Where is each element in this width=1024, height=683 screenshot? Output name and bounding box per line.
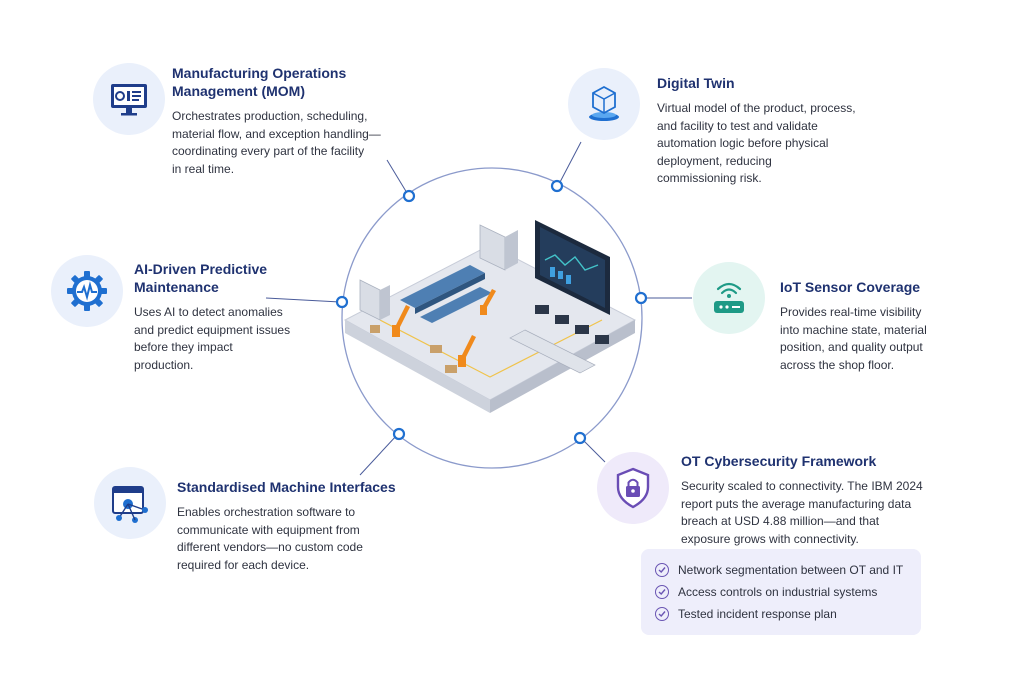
wifi-sensor-icon xyxy=(714,282,744,313)
cybersecurity-title: OT Cybersecurity Framework xyxy=(681,452,941,470)
digital-twin-description: Virtual model of the product, process, a… xyxy=(657,100,887,188)
cybersecurity-description: Security scaled to connectivity. The IBM… xyxy=(681,478,941,548)
cybersecurity-title-line: OT Cybersecurity Framework xyxy=(681,453,877,469)
mom-title-line: Management (MOM) xyxy=(172,83,305,99)
node-cybersecurity xyxy=(573,431,587,445)
iot-card: IoT Sensor Coverage Provides real-time v… xyxy=(780,278,980,374)
checklist-item-label: Tested incident response plan xyxy=(678,607,837,621)
predictive-description: Uses AI to detect anomalies and predict … xyxy=(134,304,334,374)
connector-predictive xyxy=(265,297,341,303)
mom-card: Manufacturing Operations Management (MOM… xyxy=(172,64,402,178)
cybersecurity-checklist: Network segmentation between OT and IT A… xyxy=(641,549,921,635)
iot-desc-line: Provides real-time visibility xyxy=(780,305,922,319)
node-predictive xyxy=(335,295,349,309)
mom-desc-line: Orchestrates production, scheduling, xyxy=(172,109,368,123)
connector-digital-twin xyxy=(558,141,582,185)
digital-twin-desc-line: Virtual model of the product, process, xyxy=(657,101,856,115)
mom-desc-line: coordinating every part of the facility xyxy=(172,144,365,158)
check-circle-icon xyxy=(655,607,669,621)
node-iot xyxy=(634,291,648,305)
checklist-item-label: Network segmentation between OT and IT xyxy=(678,563,904,577)
digital-twin-desc-line: deployment, reducing xyxy=(657,153,772,168)
node-digital-twin xyxy=(550,179,564,193)
interfaces-description: Enables orchestration software to commun… xyxy=(177,504,407,574)
cybersecurity-desc-line: report puts the average manufacturing da… xyxy=(681,496,912,511)
interfaces-desc-line: required for each device. xyxy=(177,557,310,572)
interfaces-icon-badge xyxy=(94,467,166,539)
digital-twin-icon-badge xyxy=(568,68,640,140)
iot-title: IoT Sensor Coverage xyxy=(780,278,980,296)
digital-twin-card: Digital Twin Virtual model of the produc… xyxy=(657,74,887,188)
center-ring xyxy=(341,167,643,469)
predictive-title-line: Maintenance xyxy=(134,279,219,295)
predictive-title: AI-Driven Predictive Maintenance xyxy=(134,260,334,296)
mom-title: Manufacturing Operations Management (MOM… xyxy=(172,64,402,100)
node-mom xyxy=(402,189,416,203)
iot-icon-badge xyxy=(693,262,765,334)
iot-desc-line: across the shop floor. xyxy=(780,357,895,372)
shield-lock-icon xyxy=(616,467,650,509)
mom-description: Orchestrates production, scheduling, mat… xyxy=(172,108,402,178)
iot-description: Provides real-time visibility into machi… xyxy=(780,304,980,374)
smart-factory-illustration xyxy=(343,220,637,413)
mom-icon-badge xyxy=(93,63,165,135)
predictive-desc-line: Uses AI to detect anomalies xyxy=(134,305,283,319)
iot-desc-line: position, and quality output xyxy=(780,340,923,354)
monitor-dashboard-icon xyxy=(111,84,147,116)
cybersecurity-desc-line: breach at USD 4.88 million—and that xyxy=(681,514,880,528)
checklist-item: Network segmentation between OT and IT xyxy=(655,559,907,581)
cube-hologram-icon xyxy=(589,85,619,121)
interfaces-desc-line: Enables orchestration software to xyxy=(177,505,356,519)
checklist-item: Tested incident response plan xyxy=(655,603,907,625)
connector-mom xyxy=(386,159,408,194)
cybersecurity-desc-line: exposure grows with connectivity. xyxy=(681,531,859,546)
predictive-title-line: AI-Driven Predictive xyxy=(134,261,268,277)
check-circle-icon xyxy=(655,563,669,577)
gear-pulse-icon xyxy=(67,271,107,311)
node-interfaces xyxy=(392,427,406,441)
digital-twin-title-line: Digital Twin xyxy=(657,75,735,91)
interfaces-card: Standardised Machine Interfaces Enables … xyxy=(177,478,407,574)
checklist-item-label: Access controls on industrial systems xyxy=(678,585,878,599)
digital-twin-desc-line: automation logic before physical xyxy=(657,136,829,150)
connector-interfaces xyxy=(359,434,398,476)
mom-desc-line: material flow, and exception handling— xyxy=(172,126,381,141)
iot-desc-line: into machine state, material xyxy=(780,322,927,337)
predictive-icon-badge xyxy=(51,255,123,327)
cybersecurity-icon-badge xyxy=(597,452,669,524)
iot-title-line: IoT Sensor Coverage xyxy=(780,279,921,295)
predictive-desc-line: and predict equipment issues xyxy=(134,322,291,337)
predictive-desc-line: before they impact xyxy=(134,340,233,354)
cybersecurity-card: OT Cybersecurity Framework Security scal… xyxy=(681,452,941,548)
digital-twin-title: Digital Twin xyxy=(657,74,887,92)
interfaces-desc-line: different vendors—no custom code xyxy=(177,540,363,554)
interfaces-desc-line: communicate with equipment from xyxy=(177,522,360,537)
mom-desc-line: in real time. xyxy=(172,161,235,176)
cybersecurity-desc-line: Security scaled to connectivity. The IBM… xyxy=(681,479,923,493)
interfaces-title: Standardised Machine Interfaces xyxy=(177,478,407,496)
interfaces-title-line: Standardised Machine Interfaces xyxy=(177,479,396,495)
check-circle-icon xyxy=(655,585,669,599)
browser-network-icon xyxy=(112,486,148,523)
digital-twin-desc-line: commissioning risk. xyxy=(657,171,762,185)
digital-twin-desc-line: and facility to test and validate xyxy=(657,118,818,133)
predictive-card: AI-Driven Predictive Maintenance Uses AI… xyxy=(134,260,334,374)
mom-title-line: Manufacturing Operations xyxy=(172,65,347,81)
checklist-item: Access controls on industrial systems xyxy=(655,581,907,603)
connector-cybersecurity xyxy=(580,437,606,463)
predictive-desc-line: production. xyxy=(134,357,194,372)
